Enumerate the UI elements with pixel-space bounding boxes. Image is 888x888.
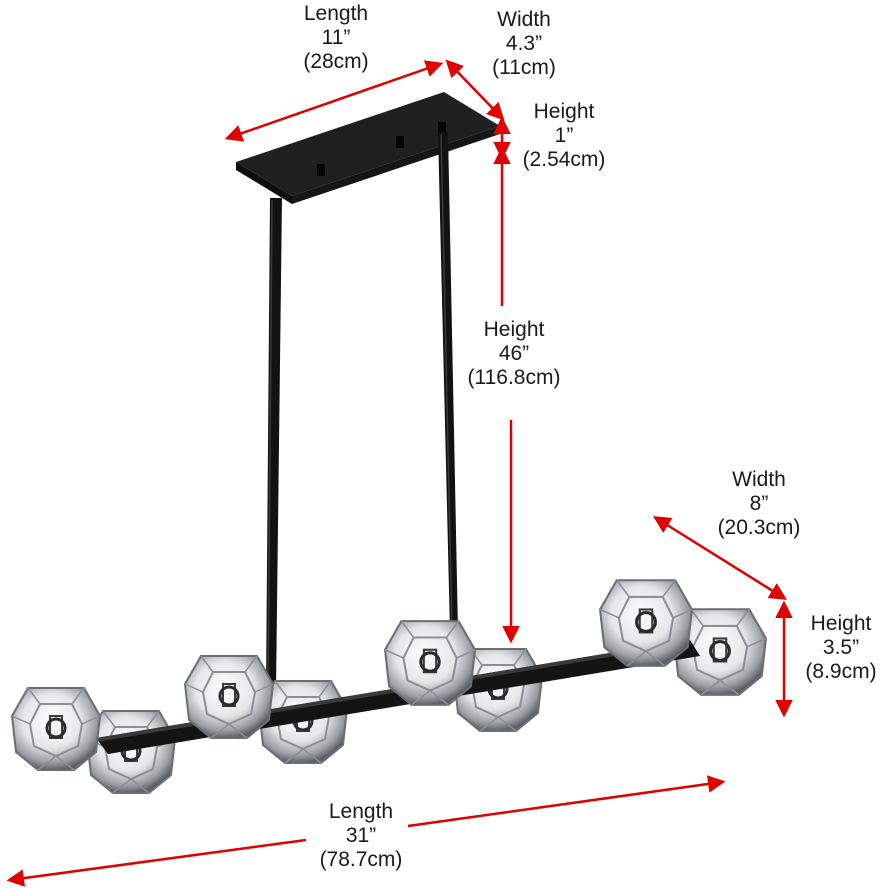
canopy-width-inch: 4.3” [505,32,543,55]
fixture-length-title: Length [328,800,394,823]
canopy-height-label: Height 1” (2.54cm) [514,100,614,172]
fixture-height-title: Height [810,612,872,635]
dimension-arrows [6,59,793,887]
fixture-height-label: Height 3.5” (8.9cm) [796,612,886,684]
fixture-width-title: Width [732,468,786,491]
fixture-length-label: Length 31” (78.7cm) [306,800,416,872]
fixture-length-inch: 31” [345,824,377,847]
fixture-width-inch: 8” [749,492,769,515]
canopy-length-title: Length [303,2,369,25]
canopy-width-metric: (11cm) [492,56,556,79]
fixture-length-arrow-right [407,775,726,828]
canopy-length-label: Length 11” (28cm) [290,2,382,74]
canopy-width-arrow [445,59,505,121]
fixture-length-arrow-left [6,838,307,887]
fixture-width-metric: (20.3cm) [717,516,801,539]
canopy [236,92,500,204]
canopy-width-title: Width [497,8,551,31]
drop-height-title: Height [483,318,545,341]
fixture-height-inch: 3.5” [822,636,860,659]
drop-height-metric: (116.8cm) [467,366,561,389]
canopy-width-label: Width 4.3” (11cm) [478,8,570,80]
fixture-width-label: Width 8” (20.3cm) [704,468,814,540]
drop-height-inch: 46” [498,342,530,365]
canopy-length-arrow [224,60,444,142]
canopy-height-inch: 1” [554,124,574,147]
fixture-length-metric: (78.7cm) [319,848,403,871]
fixture-height-metric: (8.9cm) [805,660,877,683]
canopy-length-inch: 11” [321,26,351,49]
drop-height-label: Height 46” (116.8cm) [456,318,572,390]
suspension-rods [266,132,458,691]
canopy-length-metric: (28cm) [303,50,369,73]
canopy-height-title: Height [533,100,595,123]
canopy-height-metric: (2.54cm) [522,148,606,171]
fixture-width-arrow [653,516,787,600]
